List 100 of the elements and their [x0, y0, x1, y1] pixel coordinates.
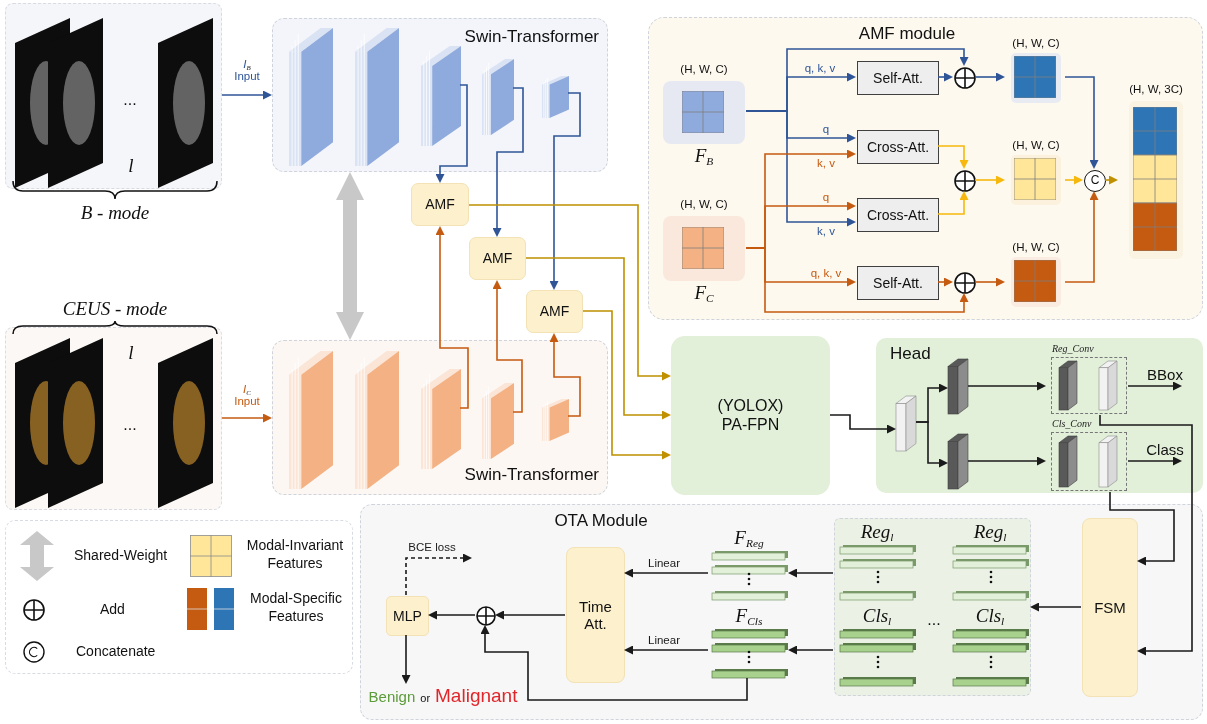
layer-label: Reg_Conv — [1052, 343, 1094, 355]
layer-block-drawing — [948, 359, 968, 414]
arrow — [468, 204, 671, 381]
edge-label: I$_{C}$ Input — [233, 383, 261, 408]
legend-label: Shared-Weight — [74, 547, 168, 565]
edge-label: q, k, v — [804, 62, 836, 75]
arrow — [624, 568, 709, 578]
encoder-panel — [272, 340, 608, 495]
arrow — [1109, 491, 1175, 566]
edge-label: q — [822, 123, 830, 136]
box-label: Time Att. — [578, 597, 613, 633]
process-box — [857, 198, 939, 232]
layer-block-drawing — [542, 76, 569, 118]
result-label: Malignant — [435, 685, 518, 707]
layer-block-drawing — [482, 59, 514, 135]
layer-block-drawing — [355, 351, 399, 489]
arrow — [788, 568, 834, 578]
arrow — [937, 191, 969, 215]
dimension-label: (H, W, C) — [680, 63, 728, 77]
process-box — [469, 237, 526, 280]
process-box — [857, 61, 939, 95]
dimension-label: (H, W, C) — [680, 198, 728, 212]
process-box — [386, 596, 429, 636]
legend-label: Concatenate — [76, 643, 156, 661]
arrow — [582, 310, 671, 460]
variable-label: CEUS - mode — [62, 298, 168, 320]
arrow — [435, 226, 469, 409]
connector-word: or — [420, 692, 431, 705]
box-label: AMF — [425, 196, 455, 213]
panel-title: Swin-Transformer — [464, 27, 599, 47]
feature-group-panel — [834, 518, 1031, 696]
process-box — [526, 290, 583, 333]
box-label: FSM — [1094, 598, 1126, 617]
ellipsis-text: ... — [123, 416, 137, 435]
arrow — [624, 645, 709, 655]
process-box — [566, 547, 625, 683]
panel-title: OTA Module — [554, 511, 648, 531]
arrow — [1127, 381, 1182, 391]
edge-label: q, k, v — [810, 267, 842, 280]
arrow — [974, 277, 1005, 287]
dimension-label: (H, W, C) — [1012, 241, 1060, 255]
arrow — [937, 145, 969, 169]
variable-label: F$_{B}$ — [694, 145, 714, 167]
process-box — [671, 336, 830, 495]
process-box — [1082, 518, 1138, 697]
arrow — [829, 414, 896, 434]
legend-label: Modal-Specific Features — [249, 590, 343, 625]
arrow — [435, 84, 468, 183]
arrow — [974, 72, 1005, 82]
arrow — [492, 87, 524, 237]
layer-block-drawing — [421, 46, 461, 146]
add-symbol — [954, 272, 976, 294]
variable-label: F$_{Cls}$ — [735, 605, 763, 627]
module-panel — [360, 504, 1203, 720]
variable-label: Cls$_{l}$ — [975, 605, 1005, 627]
panel-title: Swin-Transformer — [464, 465, 599, 485]
ellipsis-text: ... — [927, 611, 941, 630]
arrow — [1030, 602, 1082, 612]
box-label: BBox — [1142, 366, 1188, 386]
module-panel — [876, 338, 1203, 493]
layer-block-drawing — [355, 28, 399, 166]
arrow — [1099, 414, 1193, 656]
box-label: Self-Att. — [873, 274, 923, 292]
panel-title: AMF module — [858, 24, 956, 44]
arrow — [1064, 76, 1099, 169]
layer-label: Cls_Conv — [1052, 418, 1092, 430]
arrow — [1104, 175, 1118, 185]
arrow — [1064, 175, 1083, 185]
layer-block-drawing — [482, 383, 514, 459]
ellipsis-text: ... — [123, 91, 137, 110]
result-label: Benign — [368, 688, 416, 706]
dimension-label: (H, W, 3C) — [1129, 83, 1183, 97]
box-label: AMF — [482, 250, 513, 267]
arrow — [967, 381, 1046, 391]
process-box — [857, 130, 939, 164]
arrow — [549, 333, 581, 417]
variable-label: F$_{Reg}$ — [734, 527, 764, 549]
box-label: C — [1090, 174, 1100, 188]
edge-label: Linear — [648, 634, 680, 647]
edge-label: I$_{B}$ Input — [233, 58, 261, 83]
layer-block-drawing — [896, 396, 916, 451]
dashed-arrow — [405, 553, 472, 596]
arrow — [495, 610, 566, 620]
box-label: Cross-Att. — [866, 138, 930, 156]
arrow — [525, 257, 671, 420]
arrow — [221, 90, 272, 100]
layer-block-drawing — [421, 369, 461, 469]
legend-label: Add — [100, 601, 125, 619]
arrow — [745, 247, 969, 313]
box-label: Cross-Att. — [866, 206, 930, 224]
arrow — [937, 72, 953, 82]
box-label: MLP — [393, 607, 422, 625]
variable-label: l — [128, 342, 134, 364]
process-box — [411, 183, 469, 226]
arrow — [974, 175, 1005, 185]
panel-title: Head — [890, 344, 931, 364]
arrow — [492, 280, 523, 413]
edge-label: q — [822, 191, 830, 204]
arrow — [967, 456, 1046, 466]
edge-label: k, v — [817, 157, 835, 170]
